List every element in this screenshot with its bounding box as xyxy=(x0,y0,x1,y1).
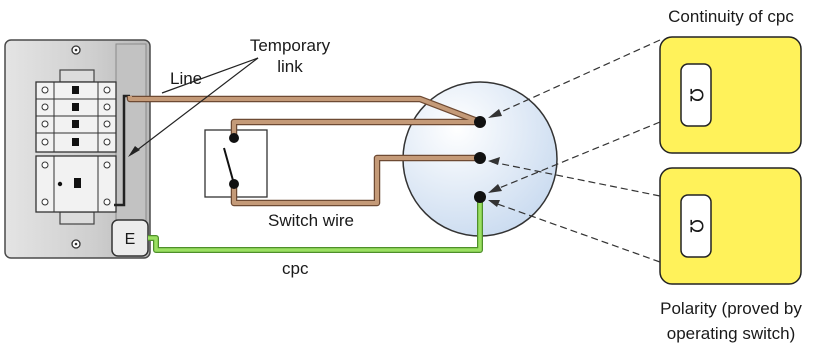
switch-wire-label: Switch wire xyxy=(268,211,354,230)
temporary-link-label: Temporary xyxy=(250,36,331,55)
brown-wires xyxy=(126,95,482,207)
cpc-label: cpc xyxy=(282,259,309,278)
cpc-wire xyxy=(148,198,483,253)
earth-terminal-label: E xyxy=(125,231,136,248)
consumer-unit xyxy=(4,39,151,259)
main-switch xyxy=(35,155,117,213)
test-lead-arrows xyxy=(488,109,502,207)
ohm-icon: Ω xyxy=(686,88,707,102)
temporary-link-annotation: Temporary link xyxy=(128,36,331,157)
line-label: Line xyxy=(170,69,202,88)
earth-terminal: E xyxy=(111,219,149,257)
polarity-meter: Ω xyxy=(659,167,802,285)
circuit-breakers xyxy=(35,81,117,153)
din-rail xyxy=(59,69,95,225)
ohm-icon: Ω xyxy=(686,219,707,233)
continuity-meter: Ω xyxy=(659,36,802,154)
temporary-link-label-2: link xyxy=(277,57,303,76)
test-leads xyxy=(491,39,661,263)
switch-contacts xyxy=(223,133,239,189)
continuity-caption: Continuity of cpc xyxy=(668,7,794,26)
polarity-caption: Polarity (proved by xyxy=(660,299,802,318)
polarity-caption-2: operating switch) xyxy=(667,324,796,343)
rose-terminals xyxy=(474,116,486,203)
